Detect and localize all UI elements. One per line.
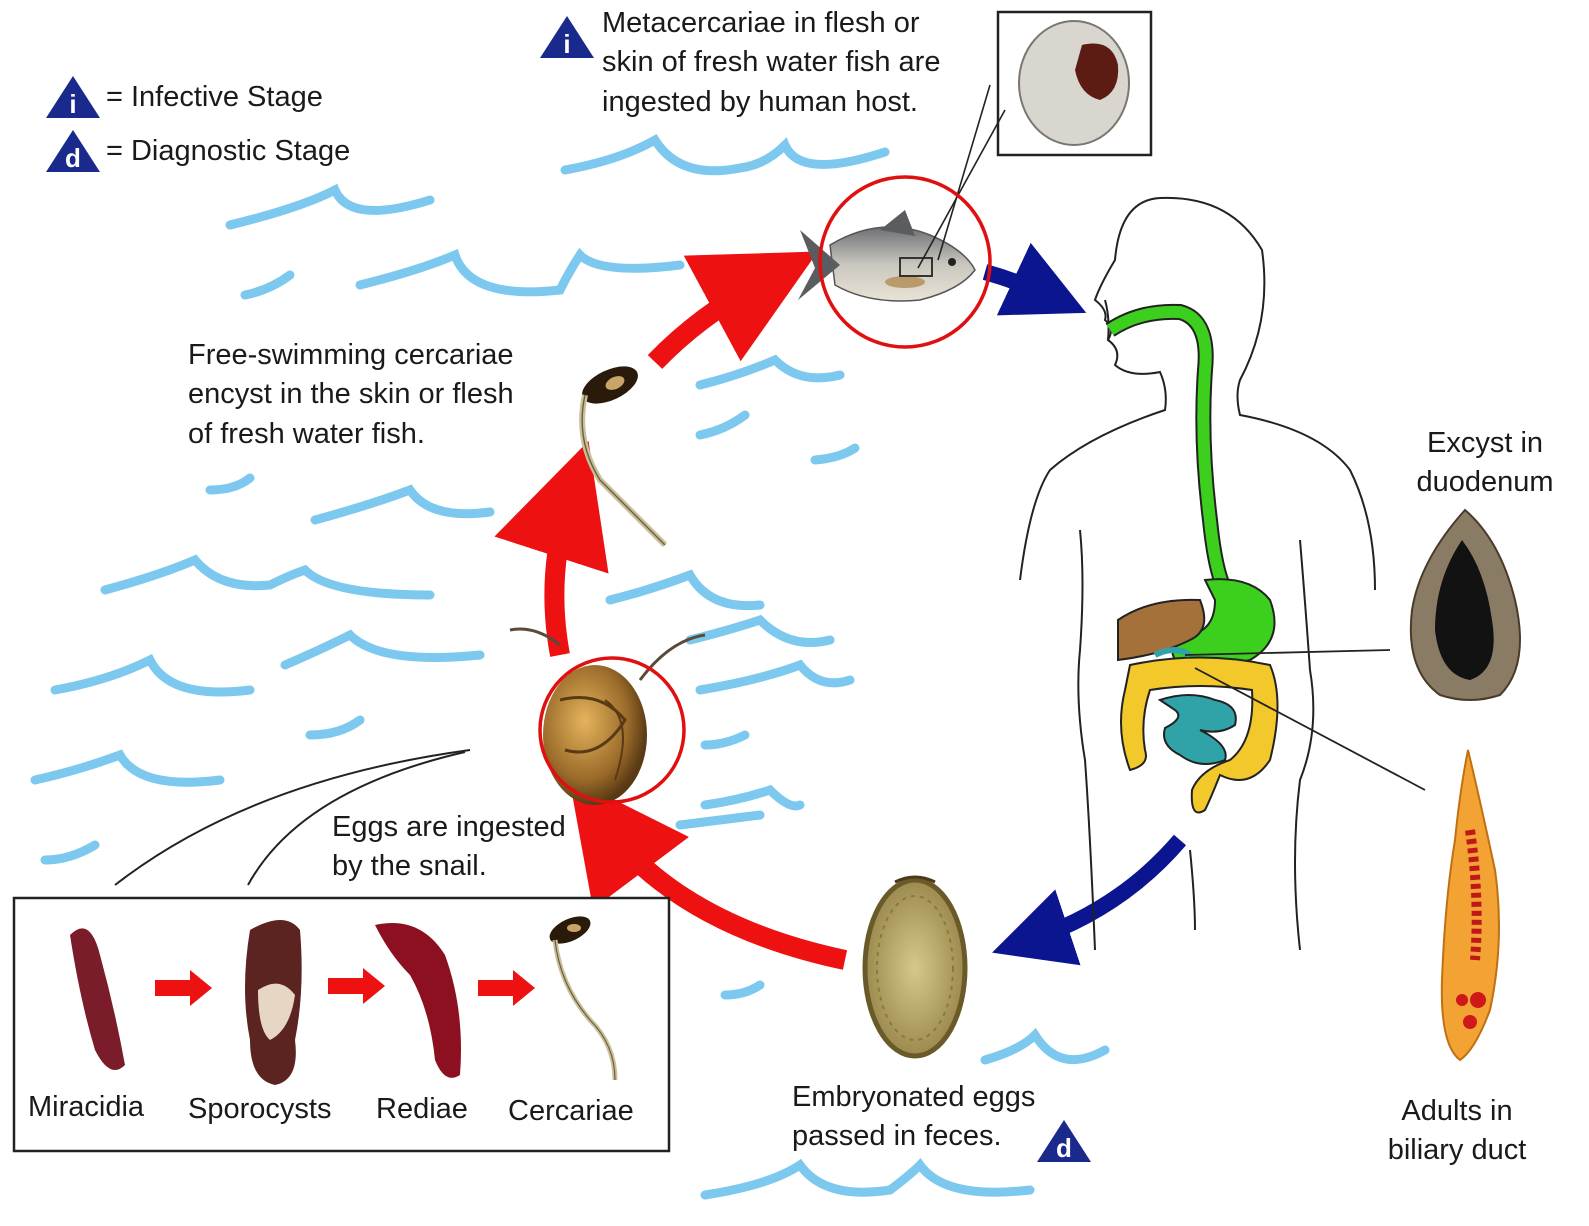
human-body — [1020, 198, 1375, 950]
excysted-metacercaria-image — [1411, 510, 1520, 700]
adults-label: Adults in biliary duct — [1372, 1092, 1542, 1171]
metacercaria-inset — [918, 12, 1151, 268]
eggs-ingested-line-2: by the snail. — [332, 847, 566, 886]
legend-diagnostic-label: = Diagnostic Stage — [106, 135, 350, 168]
svg-text:i: i — [563, 29, 570, 59]
free-swimming-line-1: Free-swimming cercariae — [188, 336, 514, 375]
excyst-label: Excyst in duodenum — [1405, 424, 1565, 503]
free-swimming-line-3: of fresh water fish. — [188, 415, 514, 454]
stage-rediae: Rediae — [376, 1090, 468, 1129]
legend-diagnostic: d = Diagnostic Stage — [44, 128, 350, 174]
metacercariae-line-3: ingested by human host. — [602, 83, 940, 122]
sporocysts-image — [245, 920, 302, 1085]
cercaria-image — [576, 359, 665, 545]
adults-line-1: Adults in — [1372, 1092, 1542, 1131]
arrow-cercariae-to-fish — [655, 280, 765, 362]
metacercariae-line-2: skin of fresh water fish are — [602, 43, 940, 82]
svg-text:d: d — [1056, 1133, 1072, 1163]
metacercariae-line-1: Metacercariae in flesh or — [602, 4, 940, 43]
eggs-ingested-label: Eggs are ingested by the snail. — [332, 808, 566, 887]
excyst-line-1: Excyst in — [1405, 424, 1565, 463]
adults-line-2: biliary duct — [1372, 1131, 1542, 1170]
embryonated-diagnostic-icon: d — [1035, 1118, 1093, 1164]
stage-cercariae: Cercariae — [508, 1092, 634, 1131]
arrow-snail-to-cercariae — [554, 498, 570, 655]
svg-text:i: i — [69, 89, 76, 119]
excyst-line-2: duodenum — [1405, 463, 1565, 502]
embryonated-line-2: passed in feces. — [792, 1117, 1035, 1156]
infective-stage-icon: i — [44, 74, 102, 120]
stage-sporocysts: Sporocysts — [188, 1090, 331, 1129]
embryonated-label: Embryonated eggs passed in feces. — [792, 1078, 1035, 1157]
svg-text:d: d — [65, 143, 81, 173]
metacercariae-label: Metacercariae in flesh or skin of fresh … — [602, 4, 940, 122]
adult-fluke-image — [1442, 750, 1499, 1060]
legend-infective: i = Infective Stage — [44, 74, 323, 120]
stage-miracidia: Miracidia — [28, 1088, 144, 1127]
snail-image — [510, 629, 705, 805]
arrow-human-to-eggs — [1030, 840, 1180, 940]
eggs-ingested-line-1: Eggs are ingested — [332, 808, 566, 847]
embryonated-line-1: Embryonated eggs — [792, 1078, 1035, 1117]
free-swimming-label: Free-swimming cercariae encyst in the sk… — [188, 336, 514, 454]
legend-infective-label: = Infective Stage — [106, 81, 323, 114]
embryonated-egg-image — [865, 877, 965, 1056]
metacercariae-infective-icon: i — [538, 14, 596, 60]
diagnostic-stage-icon: d — [44, 128, 102, 174]
arrow-fish-to-human — [985, 272, 1050, 296]
gi-tract — [1110, 312, 1278, 813]
free-swimming-line-2: encyst in the skin or flesh — [188, 375, 514, 414]
